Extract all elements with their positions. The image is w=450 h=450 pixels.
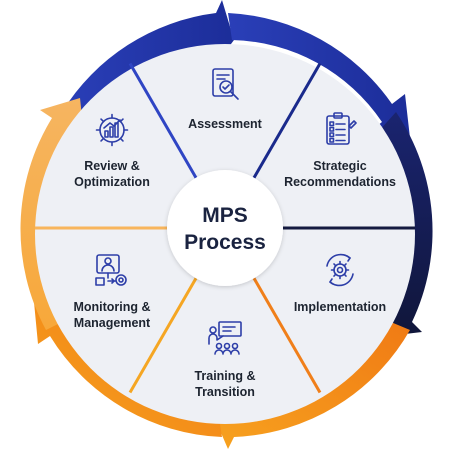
segment-dividers <box>35 62 415 394</box>
segment-divider <box>128 277 198 394</box>
person-gear-icon <box>95 254 127 286</box>
segment-label-training: Training &Transition <box>194 369 255 399</box>
center-title-line2: Process <box>184 231 266 254</box>
presentation-board-icon <box>208 321 242 355</box>
center-circle <box>167 170 283 286</box>
gear-chart-icon <box>95 113 129 147</box>
document-magnifier-icon <box>212 68 239 100</box>
segment-icons <box>95 68 357 355</box>
gear-cycle-icon <box>326 253 354 287</box>
center-hub: MPS Process <box>167 170 283 286</box>
segment-label-monitoring: Monitoring &Management <box>73 300 151 330</box>
segment-divider <box>252 277 322 394</box>
segment-label-implementation: Implementation <box>294 300 386 314</box>
arrow-orange-left <box>20 98 84 330</box>
segment-label-assessment: Assessment <box>188 117 262 131</box>
checklist-icon <box>326 112 357 145</box>
segment-divider <box>128 62 198 179</box>
segment-label-review: Review &Optimization <box>74 159 150 189</box>
segment-divider <box>252 62 322 179</box>
arrow-blue-top-right <box>228 13 410 138</box>
arrow-navy-right <box>378 112 433 336</box>
center-title-line1: MPS <box>202 204 248 227</box>
